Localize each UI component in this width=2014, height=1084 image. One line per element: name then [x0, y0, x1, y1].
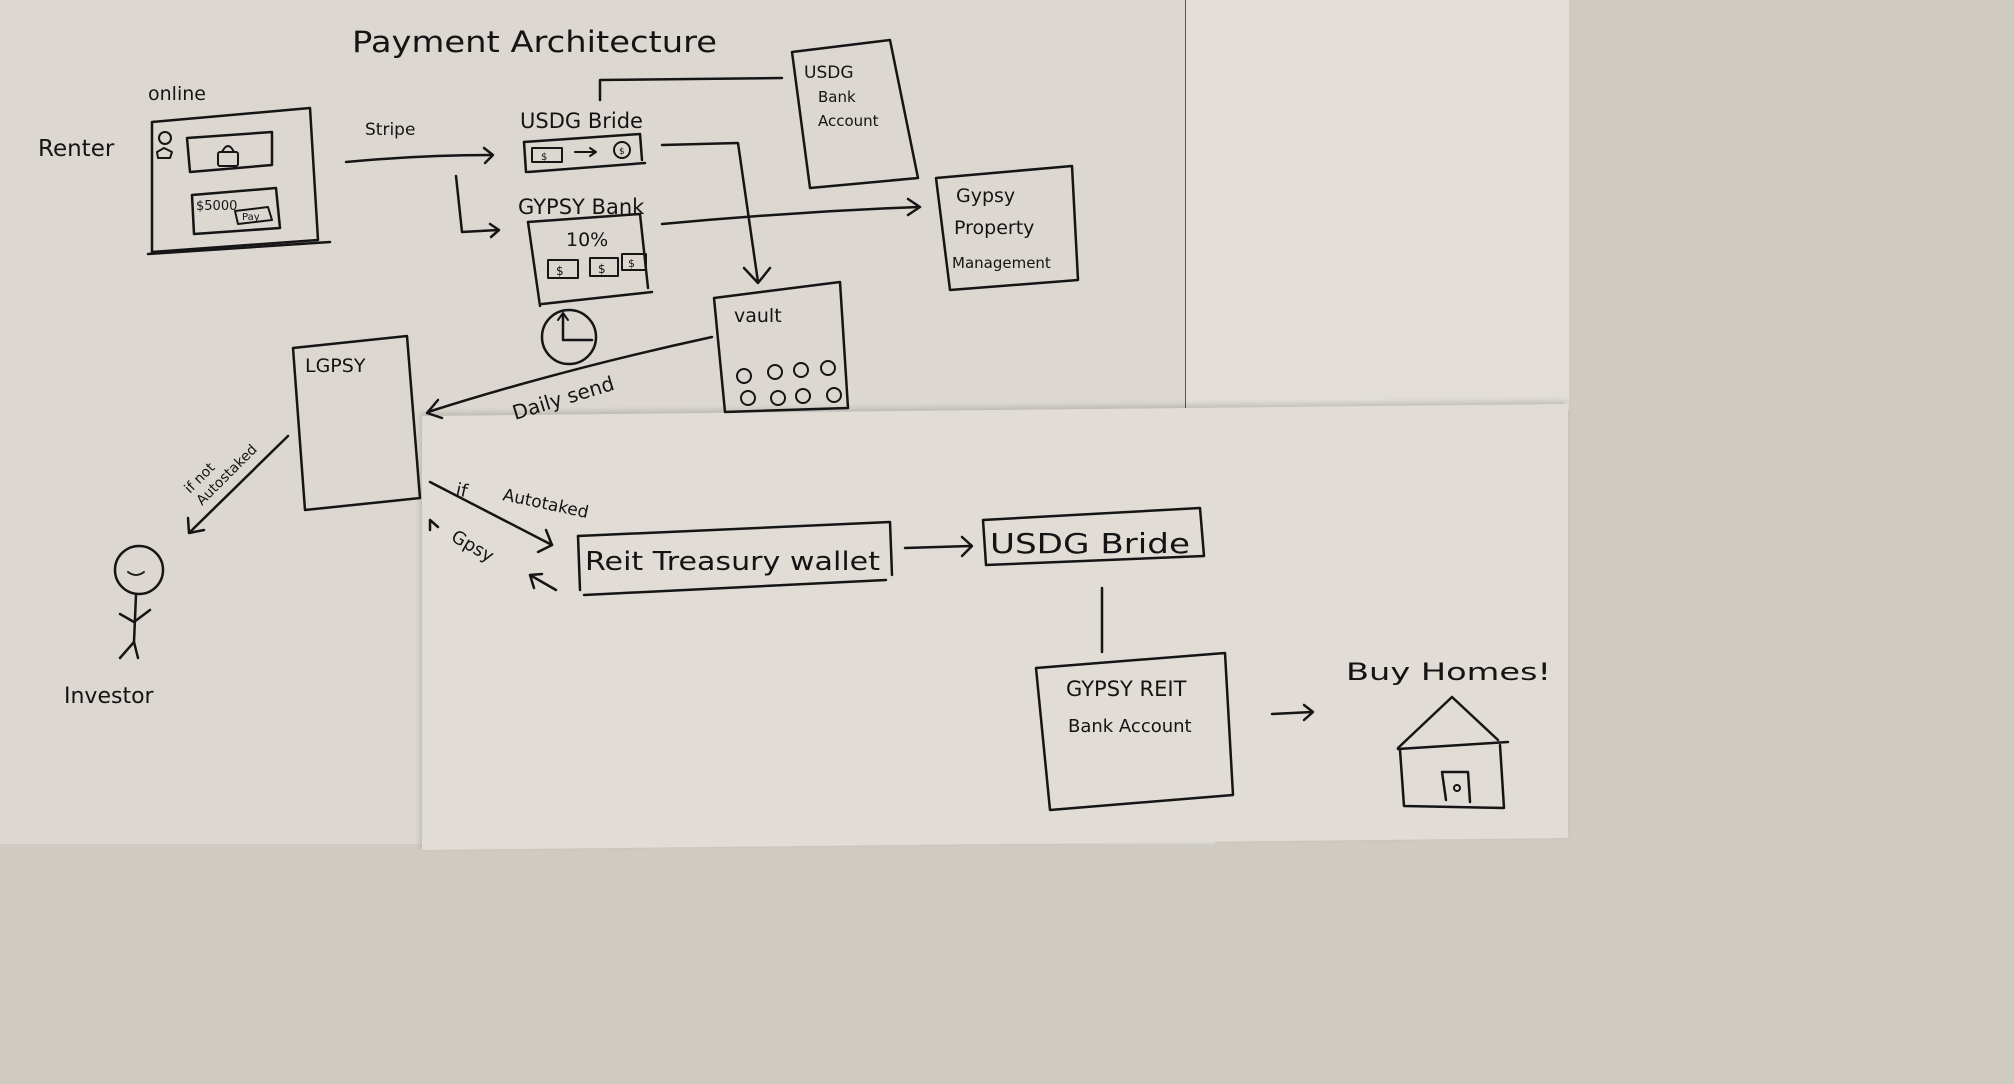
dollar-bill-icon: $ — [531, 147, 563, 163]
svg-text:$: $ — [541, 152, 547, 163]
pay-button[interactable]: Pay — [234, 206, 273, 225]
usdg-bride-bottom-label: USDG Bride — [990, 527, 1190, 560]
if-autostaked-label-1: if — [454, 479, 470, 502]
reit-treasury-wallet-label: Reit Treasury wallet — [585, 547, 880, 577]
stripe-label: Stripe — [365, 120, 415, 140]
dollar-bill-icon: $ — [621, 253, 647, 271]
usdg-bride-top-box: $ $ — [522, 132, 647, 174]
arrow-usdg-bride-to-vault — [660, 141, 772, 285]
user-avatar-icon — [156, 131, 173, 159]
property-mgmt-line-2: Property — [954, 217, 1034, 239]
clock-icon — [540, 308, 598, 366]
svg-text:$: $ — [598, 262, 606, 276]
pay-button-label: Pay — [242, 212, 260, 223]
daily-send-label: Daily send — [509, 371, 616, 425]
svg-text:$: $ — [619, 147, 625, 157]
vault-label: vault — [734, 305, 782, 327]
coin-icon — [793, 362, 809, 378]
usdg-bank-line-3: Account — [818, 112, 879, 130]
coin-icon — [770, 390, 786, 406]
reit-bank-line-1: GYPSY REIT — [1066, 677, 1187, 701]
coin-icon: $ — [613, 141, 631, 159]
buy-homes-label: Buy Homes! — [1346, 658, 1551, 686]
usdg-bride-bottom-box — [981, 506, 1206, 567]
gypsy-bank-percent: 10% — [566, 229, 608, 251]
usdg-bank-line-1: USDG — [804, 63, 854, 83]
arrow-to-property-management — [660, 197, 922, 226]
arrow-reit-to-lgpsy — [428, 518, 558, 592]
usdg-bank-account-box — [790, 38, 920, 190]
if-autostaked-label-2: Autotaked — [501, 485, 590, 523]
usdg-bride-top-label: USDG Bride — [520, 109, 643, 133]
svg-text:$: $ — [556, 264, 564, 278]
arrow-reit-to-usdg-bride — [903, 535, 974, 558]
coin-icon — [740, 390, 756, 406]
house-icon — [1396, 695, 1510, 810]
stripe-arrow — [344, 146, 495, 165]
daily-send-arrow — [425, 335, 714, 420]
arrow-lgpsy-to-reit — [428, 480, 554, 554]
coin-icon — [736, 368, 752, 384]
arrow-to-buy-homes — [1270, 703, 1315, 722]
dollar-bill-icon: $ — [547, 259, 579, 279]
gpsy-label: Gpsy — [448, 526, 498, 567]
gypsy-property-management-box — [934, 164, 1080, 292]
online-label: online — [148, 83, 206, 105]
vault-box — [712, 280, 850, 414]
coin-icon — [826, 387, 842, 403]
property-mgmt-line-1: Gypsy — [956, 185, 1015, 207]
investor-label: Investor — [64, 684, 155, 709]
renter-label: Renter — [38, 136, 115, 162]
coin-icon — [820, 360, 836, 376]
dollar-bill-icon: $ — [589, 257, 619, 277]
coin-icon — [795, 388, 811, 404]
svg-text:$: $ — [628, 257, 635, 270]
usdg-bank-line-2: Bank — [818, 88, 856, 106]
online-payment-screen: $5000 Pay — [146, 106, 332, 256]
gypsy-reit-bank-box — [1034, 651, 1235, 812]
reit-bank-line-2: Bank Account — [1068, 716, 1192, 737]
arrow-to-investor — [186, 434, 290, 535]
lock-icon — [217, 145, 239, 167]
split-arrow-to-gypsy-bank — [454, 174, 501, 239]
connector-usdg-bank — [598, 76, 784, 102]
paper-sheet-right — [1185, 0, 1569, 410]
coin-icon — [767, 364, 783, 380]
lgpsy-box — [291, 334, 422, 512]
diagram-title: Payment Architecture — [352, 25, 717, 59]
investor-figure-icon — [113, 544, 165, 660]
reit-treasury-wallet-box — [576, 520, 894, 597]
payment-amount: $5000 — [196, 199, 237, 214]
lgpsy-label: LGPSY — [305, 355, 366, 377]
payment-architecture-diagram: Payment Architecture Renter online $5000… — [38, 25, 1551, 812]
property-mgmt-line-3: Management — [952, 254, 1051, 272]
